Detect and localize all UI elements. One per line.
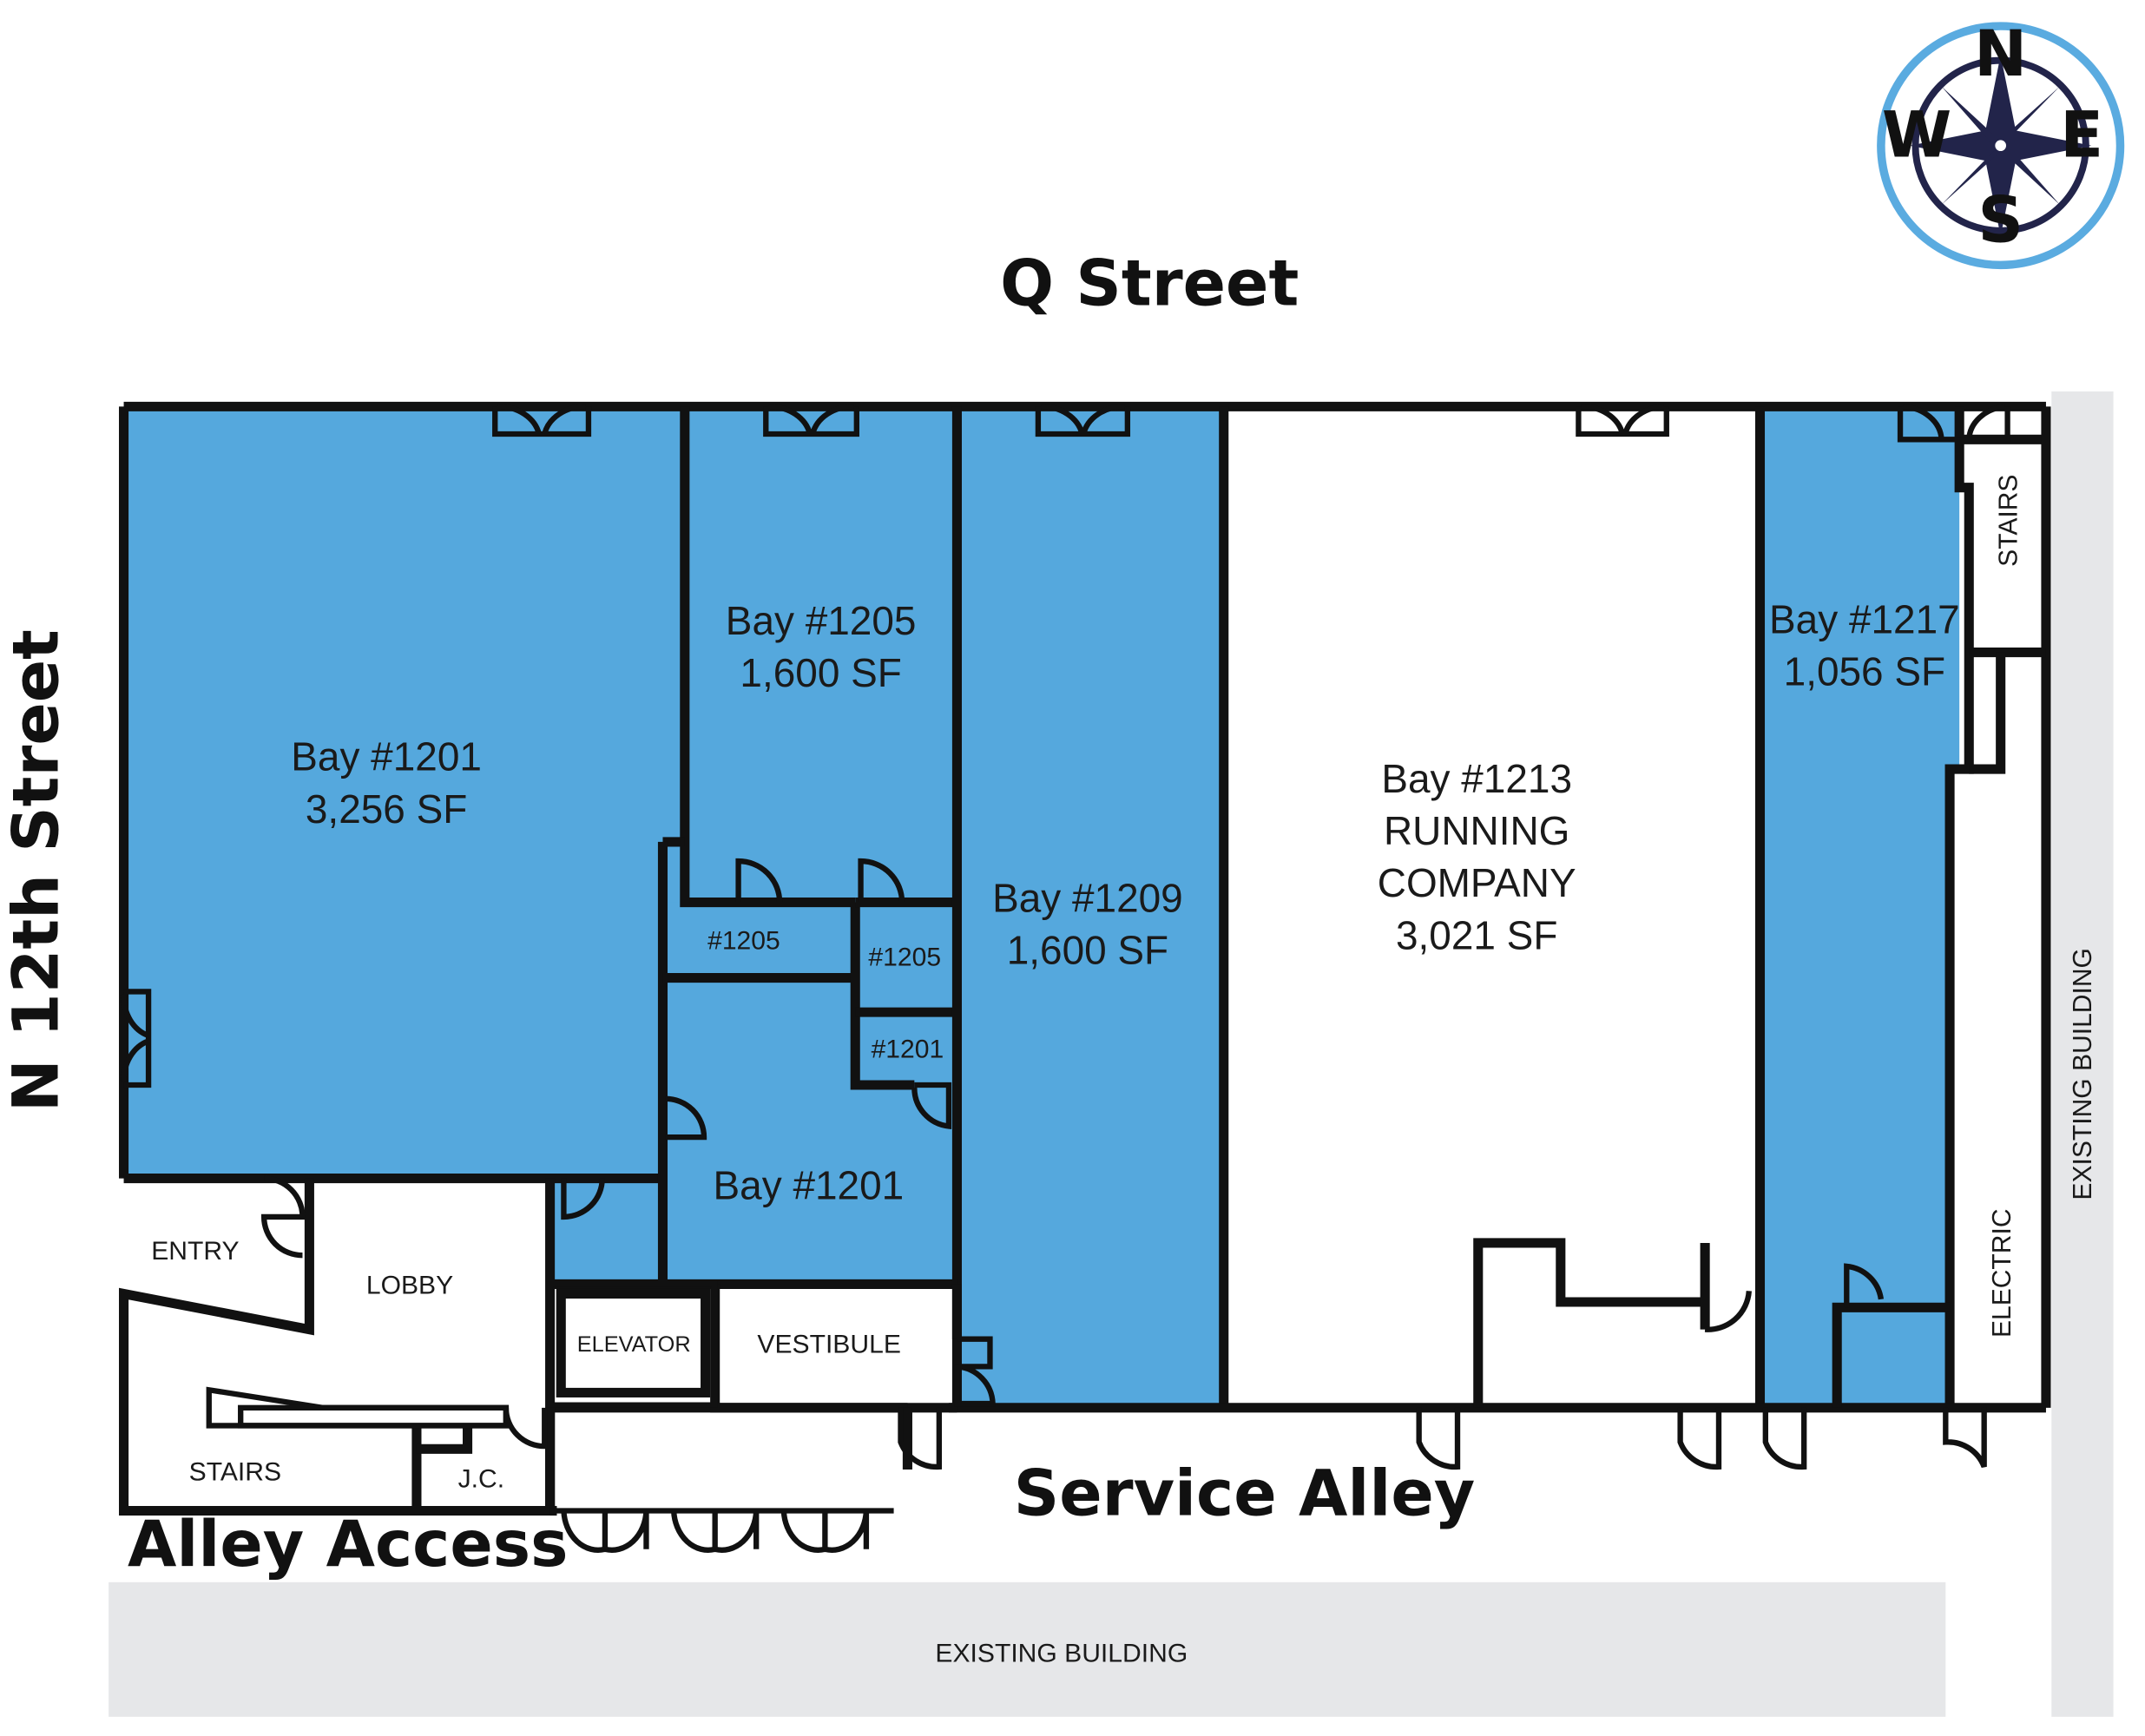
bay-1213-tenant-2: COMPANY	[1378, 860, 1576, 905]
street-west-label: N 12th Street	[0, 629, 74, 1112]
bay-1213-tenant-1: RUNNING	[1384, 808, 1569, 853]
bay-1213-name: Bay #1213	[1381, 756, 1572, 801]
room-1205b-label: #1205	[868, 943, 941, 971]
room-1205b-area[interactable]	[855, 902, 957, 1013]
lobby-label: LOBBY	[366, 1272, 453, 1300]
bay-1217-area[interactable]	[1760, 406, 1960, 1408]
bay-1205-size: 1,600 SF	[740, 650, 901, 695]
bay-1217-name: Bay #1217	[1769, 596, 1960, 641]
compass-rose: N E S W	[1877, 17, 2125, 270]
bay-1209-name: Bay #1209	[992, 876, 1183, 921]
room-1201-label: #1201	[872, 1035, 944, 1063]
walls	[119, 401, 2051, 1516]
compass-s: S	[1977, 184, 2023, 258]
bay-1201-area[interactable]	[123, 406, 685, 1179]
bay-1201-name: Bay #1201	[291, 734, 482, 779]
existing-building-right	[2051, 391, 2114, 1717]
compass-n: N	[1974, 17, 2027, 91]
compass-e: E	[2060, 98, 2103, 172]
street-north-label: Q Street	[1000, 247, 1299, 320]
stairs-left-label: STAIRS	[189, 1458, 281, 1487]
bay-1213-size: 3,021 SF	[1396, 912, 1557, 957]
bay-1209-size: 1,600 SF	[1007, 928, 1168, 973]
door-swings	[121, 404, 2010, 1553]
compass-w: W	[1882, 98, 1951, 172]
bay-1209-area[interactable]	[957, 406, 1224, 1408]
existing-building-bottom-label: EXISTING BUILDING	[935, 1640, 1188, 1668]
stairs-right-label: STAIRS	[1995, 475, 2023, 567]
room-1205a-label: #1205	[707, 926, 780, 955]
bay-1205-area[interactable]	[684, 406, 957, 903]
room-1205a-area[interactable]	[662, 902, 856, 978]
jc-label: J.C.	[458, 1465, 504, 1494]
bay-1201-lower-name: Bay #1201	[714, 1162, 905, 1207]
bay-1205-name: Bay #1205	[726, 598, 917, 643]
existing-building-bottom	[109, 1581, 1946, 1717]
alley-access-label: Alley Access	[128, 1508, 568, 1581]
bay-1201-size: 3,256 SF	[306, 786, 467, 832]
service-alley-label: Service Alley	[1014, 1457, 1475, 1530]
elevator-label: ELEVATOR	[577, 1332, 691, 1357]
entry-label: ENTRY	[151, 1237, 239, 1266]
existing-building-right-label: EXISTING BUILDING	[2069, 948, 2097, 1200]
vestibule-label: VESTIBULE	[757, 1331, 900, 1359]
bay-1217-size: 1,056 SF	[1784, 649, 1945, 694]
electric-label: ELECTRIC	[1988, 1208, 2017, 1338]
